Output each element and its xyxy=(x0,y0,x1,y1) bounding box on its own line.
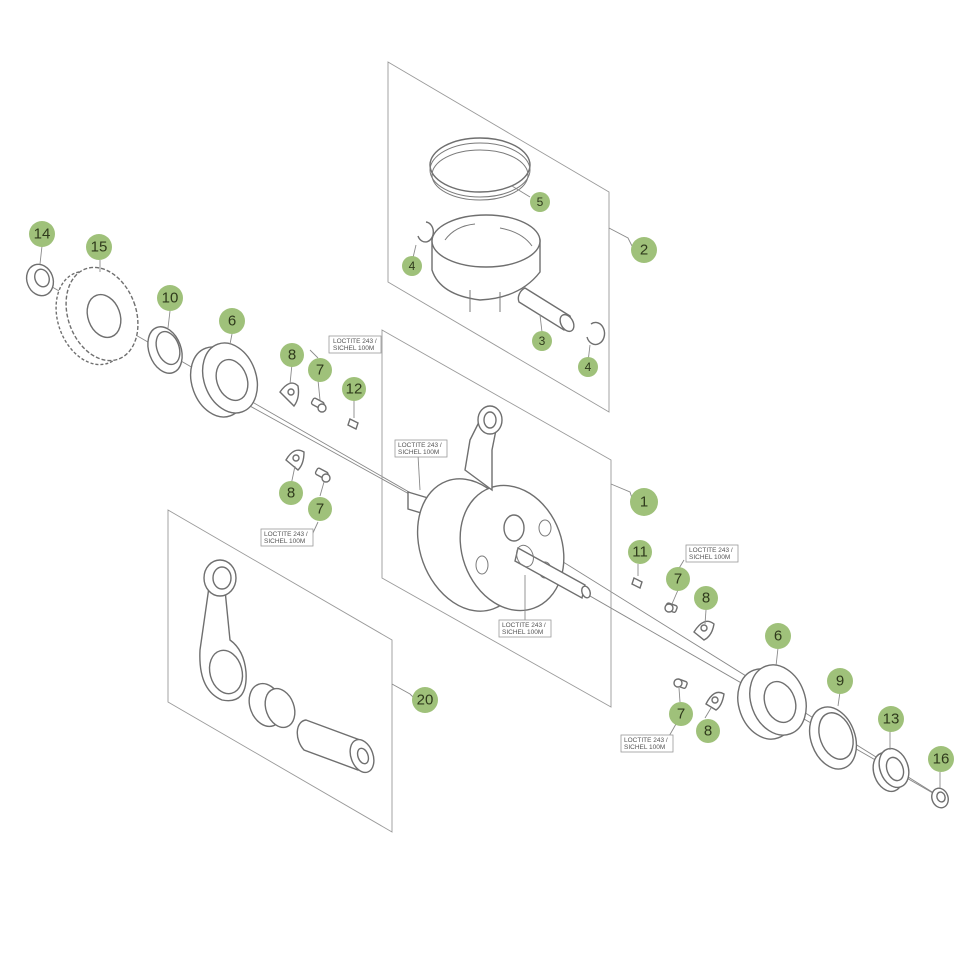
loctite-note-line1: LOCTITE 243 / xyxy=(333,338,377,345)
callout-4-lower-label: 4 xyxy=(585,360,592,374)
callout-13-label: 13 xyxy=(883,711,900,728)
callout-9: 9 xyxy=(827,668,853,694)
loctite-note-line2: SICHEL 100M xyxy=(333,345,374,352)
callout-8-right-lower-label: 8 xyxy=(704,723,712,740)
group-frames xyxy=(167,61,612,833)
loctite-note: LOCTITE 243 / SICHEL 100M xyxy=(328,335,382,354)
callout-7-upper: 7 xyxy=(308,358,332,382)
loctite-note-line2: SICHEL 100M xyxy=(502,629,543,636)
callout-11-label: 11 xyxy=(632,544,648,561)
oil-seal-10 xyxy=(147,326,183,374)
callout-8-right-upper-label: 8 xyxy=(702,590,710,607)
circlip-upper xyxy=(417,221,434,243)
piston-pin xyxy=(517,287,575,333)
callout-7-upper-label: 7 xyxy=(316,362,324,379)
nut-16 xyxy=(931,787,949,809)
callout-7-lower-label: 7 xyxy=(316,501,324,518)
callout-16-label: 16 xyxy=(933,751,950,768)
woodruff-key-11 xyxy=(631,577,643,589)
bearing-nut-14 xyxy=(25,263,55,297)
loctite-note-line2: SICHEL 100M xyxy=(689,554,730,561)
callout-5: 5 xyxy=(530,192,550,212)
crankshaft xyxy=(407,405,591,612)
loctite-note-line1: LOCTITE 243 / xyxy=(502,622,546,629)
callout-1: 1 xyxy=(630,488,658,516)
lock-plate-8-right-upper xyxy=(693,620,715,641)
callout-6-right-label: 6 xyxy=(774,628,782,645)
oil-seal-9 xyxy=(808,706,858,770)
piston xyxy=(431,214,541,312)
loctite-note: LOCTITE 243 / SICHEL 100M xyxy=(685,544,739,563)
loctite-note: LOCTITE 243 / SICHEL 100M xyxy=(394,439,448,458)
callout-7-right-lower: 7 xyxy=(669,702,693,726)
piston-rings xyxy=(429,137,531,201)
loctite-note-line1: LOCTITE 243 / xyxy=(264,531,308,538)
callout-2-label: 2 xyxy=(640,242,648,259)
callout-6-right: 6 xyxy=(765,623,791,649)
loctite-note: LOCTITE 243 / SICHEL 100M xyxy=(498,619,552,638)
callout-20-label: 20 xyxy=(417,692,434,709)
callout-12: 12 xyxy=(342,377,366,401)
callout-1-label: 1 xyxy=(640,494,648,511)
loctite-note-line1: LOCTITE 243 / xyxy=(689,547,733,554)
callout-6-left: 6 xyxy=(219,308,245,334)
callout-3: 3 xyxy=(532,331,552,351)
callout-8-lower-label: 8 xyxy=(287,485,295,502)
main-bearing-6-right xyxy=(737,664,807,740)
callout-7-right-upper-label: 7 xyxy=(674,571,682,588)
callout-8-lower: 8 xyxy=(279,481,303,505)
callout-13: 13 xyxy=(878,706,904,732)
callout-15-label: 15 xyxy=(91,239,108,256)
callout-8-upper-label: 8 xyxy=(288,347,296,364)
callout-4-lower: 4 xyxy=(578,357,598,377)
callout-15: 15 xyxy=(86,234,112,260)
woodruff-key-12 xyxy=(347,418,359,430)
loctite-note-line1: LOCTITE 243 / xyxy=(624,737,668,744)
callout-20: 20 xyxy=(412,687,438,713)
piston-group-frame xyxy=(387,61,610,413)
loctite-note-line2: SICHEL 100M xyxy=(398,449,439,456)
callout-2: 2 xyxy=(631,237,657,263)
callout-9-label: 9 xyxy=(836,673,844,690)
crankshaft-group-frame xyxy=(381,329,612,708)
loctite-note: LOCTITE 243 / SICHEL 100M xyxy=(260,528,314,547)
loctite-note-line1: LOCTITE 243 / xyxy=(398,442,442,449)
callout-5-label: 5 xyxy=(537,195,544,209)
callout-14: 14 xyxy=(29,221,55,247)
callout-10: 10 xyxy=(157,285,183,311)
lock-plate-8-lower xyxy=(285,449,305,471)
callout-14-label: 14 xyxy=(34,226,51,243)
callout-7-right-lower-label: 7 xyxy=(677,706,685,723)
loctite-note-line2: SICHEL 100M xyxy=(624,744,665,751)
callout-8-upper: 8 xyxy=(280,343,304,367)
callout-7-lower: 7 xyxy=(308,497,332,521)
callout-3-label: 3 xyxy=(539,334,546,348)
bearing-13 xyxy=(872,747,910,793)
screw-7-upper xyxy=(310,397,327,413)
callout-12-label: 12 xyxy=(346,381,363,398)
callout-10-label: 10 xyxy=(162,290,179,307)
callout-8-right-upper: 8 xyxy=(694,586,718,610)
callout-6-left-label: 6 xyxy=(228,313,236,330)
lock-plate-8-upper xyxy=(279,382,300,408)
screw-7-right-upper xyxy=(664,602,678,613)
lock-plate-8-right-lower xyxy=(705,691,725,711)
callout-11: 11 xyxy=(628,540,652,564)
connecting-rod-kit xyxy=(199,559,375,774)
circlip-lower xyxy=(586,321,606,346)
loctite-note: LOCTITE 243 / SICHEL 100M xyxy=(620,734,674,753)
primary-gear-15 xyxy=(55,266,139,366)
callout-4-upper: 4 xyxy=(402,256,422,276)
callout-8-right-lower: 8 xyxy=(696,719,720,743)
loctite-note-line2: SICHEL 100M xyxy=(264,538,305,545)
callout-16: 16 xyxy=(928,746,954,772)
screw-7-right-lower xyxy=(673,678,688,689)
callout-7-right-upper: 7 xyxy=(666,567,690,591)
main-bearing-6-left xyxy=(189,342,259,418)
callout-4-upper-label: 4 xyxy=(409,259,416,273)
screw-7-lower xyxy=(314,467,331,483)
conrod-kit-frame xyxy=(167,509,393,833)
